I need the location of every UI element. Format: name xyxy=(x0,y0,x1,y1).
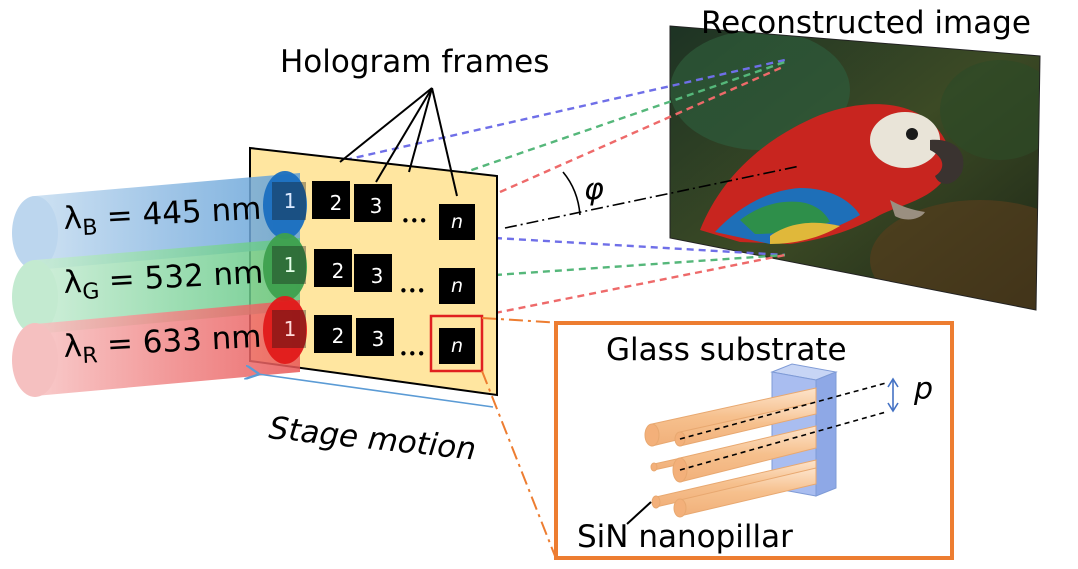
hologram-frames-label: Hologram frames xyxy=(280,44,549,80)
diffraction-rays xyxy=(344,58,786,315)
frame-2 xyxy=(314,315,352,353)
beam-red xyxy=(12,296,307,397)
inset-connectors xyxy=(481,317,564,557)
frame-3 xyxy=(356,318,394,356)
nanopillars xyxy=(644,387,817,518)
sin-nanopillar-label: SiN nanopillar xyxy=(577,519,793,555)
pointer-lines xyxy=(339,87,458,197)
frame-row-blue: 1 2 3 ••• n xyxy=(272,181,475,240)
ray-red-top xyxy=(499,64,786,194)
frame-label: n xyxy=(451,211,463,233)
angle-arc xyxy=(562,171,581,216)
glass-substrate-label: Glass substrate xyxy=(606,332,847,368)
ray-blue-bottom xyxy=(494,236,786,257)
beam-label-green: λG = 532 nm xyxy=(63,255,265,306)
frame-label: 2 xyxy=(332,324,345,348)
frame-ellipsis: ••• xyxy=(399,282,426,300)
ray-red-bottom xyxy=(494,253,786,315)
optical-axis xyxy=(504,165,801,229)
frame-label: 3 xyxy=(372,327,385,351)
period-label: p xyxy=(913,372,933,407)
frame-label: 2 xyxy=(330,191,343,215)
ray-green-bottom xyxy=(494,253,786,277)
ray-blue-top xyxy=(344,58,786,162)
frame-label: n xyxy=(451,275,463,297)
frame-1 xyxy=(272,182,306,220)
frame-ellipsis: ••• xyxy=(401,212,428,230)
nanostructure-inset: p Glass substrate SiN nanopillar xyxy=(554,321,954,560)
frame-row-green: 1 2 3 ••• n xyxy=(272,246,475,304)
beam-label-red: λR = 633 nm xyxy=(63,319,263,370)
frame-label: 1 xyxy=(284,253,297,277)
stage-motion-label: Stage motion xyxy=(267,410,478,468)
angle-label: φ xyxy=(584,172,604,207)
ray-green-top xyxy=(459,60,786,176)
nanopillar-pointer xyxy=(626,501,652,525)
frame-label: 1 xyxy=(284,317,297,341)
highlight-box xyxy=(429,314,484,373)
frame-label: 1 xyxy=(284,189,297,213)
frame-label: 3 xyxy=(371,264,384,288)
frame-1 xyxy=(272,310,306,348)
reconstructed-image xyxy=(669,25,1041,311)
beam-label-blue: λB = 445 nm xyxy=(63,191,263,242)
frame-n xyxy=(439,204,475,240)
frame-3 xyxy=(354,184,392,222)
frame-row-red: 1 2 3 ••• n xyxy=(272,310,484,373)
stage-motion-arrow xyxy=(258,374,494,408)
reconstructed-image-label: Reconstructed image xyxy=(701,5,1031,41)
frame-ellipsis: ••• xyxy=(399,345,426,363)
frame-2 xyxy=(312,181,350,219)
frame-1 xyxy=(272,246,306,284)
frame-n xyxy=(439,268,475,304)
frame-label: n xyxy=(451,335,463,357)
frame-label: 3 xyxy=(370,194,383,218)
period-arrow xyxy=(887,377,899,413)
frame-n xyxy=(439,328,475,364)
frame-label: 2 xyxy=(332,259,345,283)
frame-3 xyxy=(354,254,392,292)
frame-2 xyxy=(314,249,352,287)
